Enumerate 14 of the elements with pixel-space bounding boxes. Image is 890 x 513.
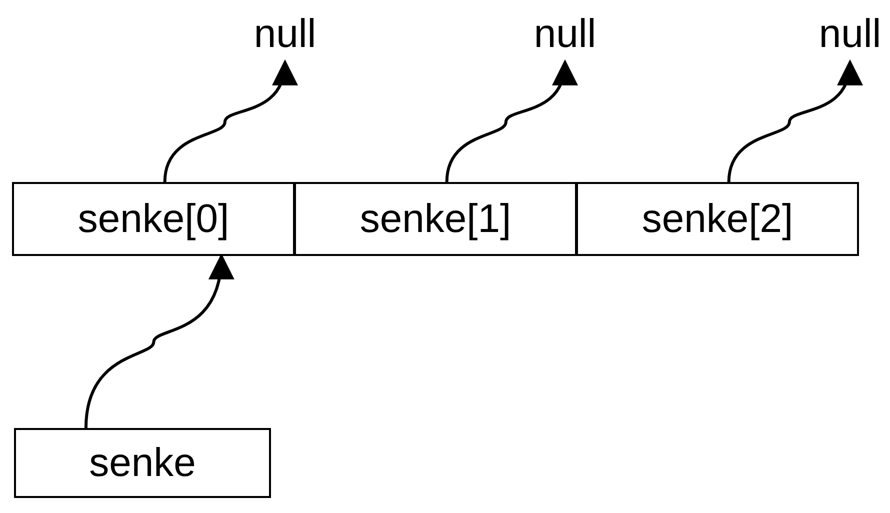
array-cell bbox=[12, 182, 295, 256]
arrow bbox=[445, 59, 576, 182]
arrow bbox=[163, 59, 296, 182]
arrow bbox=[727, 59, 861, 182]
array-cell bbox=[14, 428, 271, 498]
array-cell bbox=[294, 182, 577, 256]
null-label: null bbox=[254, 12, 316, 56]
variable-name: senke[2] bbox=[642, 196, 794, 242]
array-cell bbox=[576, 182, 859, 256]
variable-name: senke[1] bbox=[360, 196, 512, 242]
null-label: null bbox=[534, 12, 596, 56]
variable-name: senke[0] bbox=[78, 196, 230, 242]
variable-name: senke bbox=[89, 440, 196, 486]
null-label: null bbox=[818, 12, 882, 56]
